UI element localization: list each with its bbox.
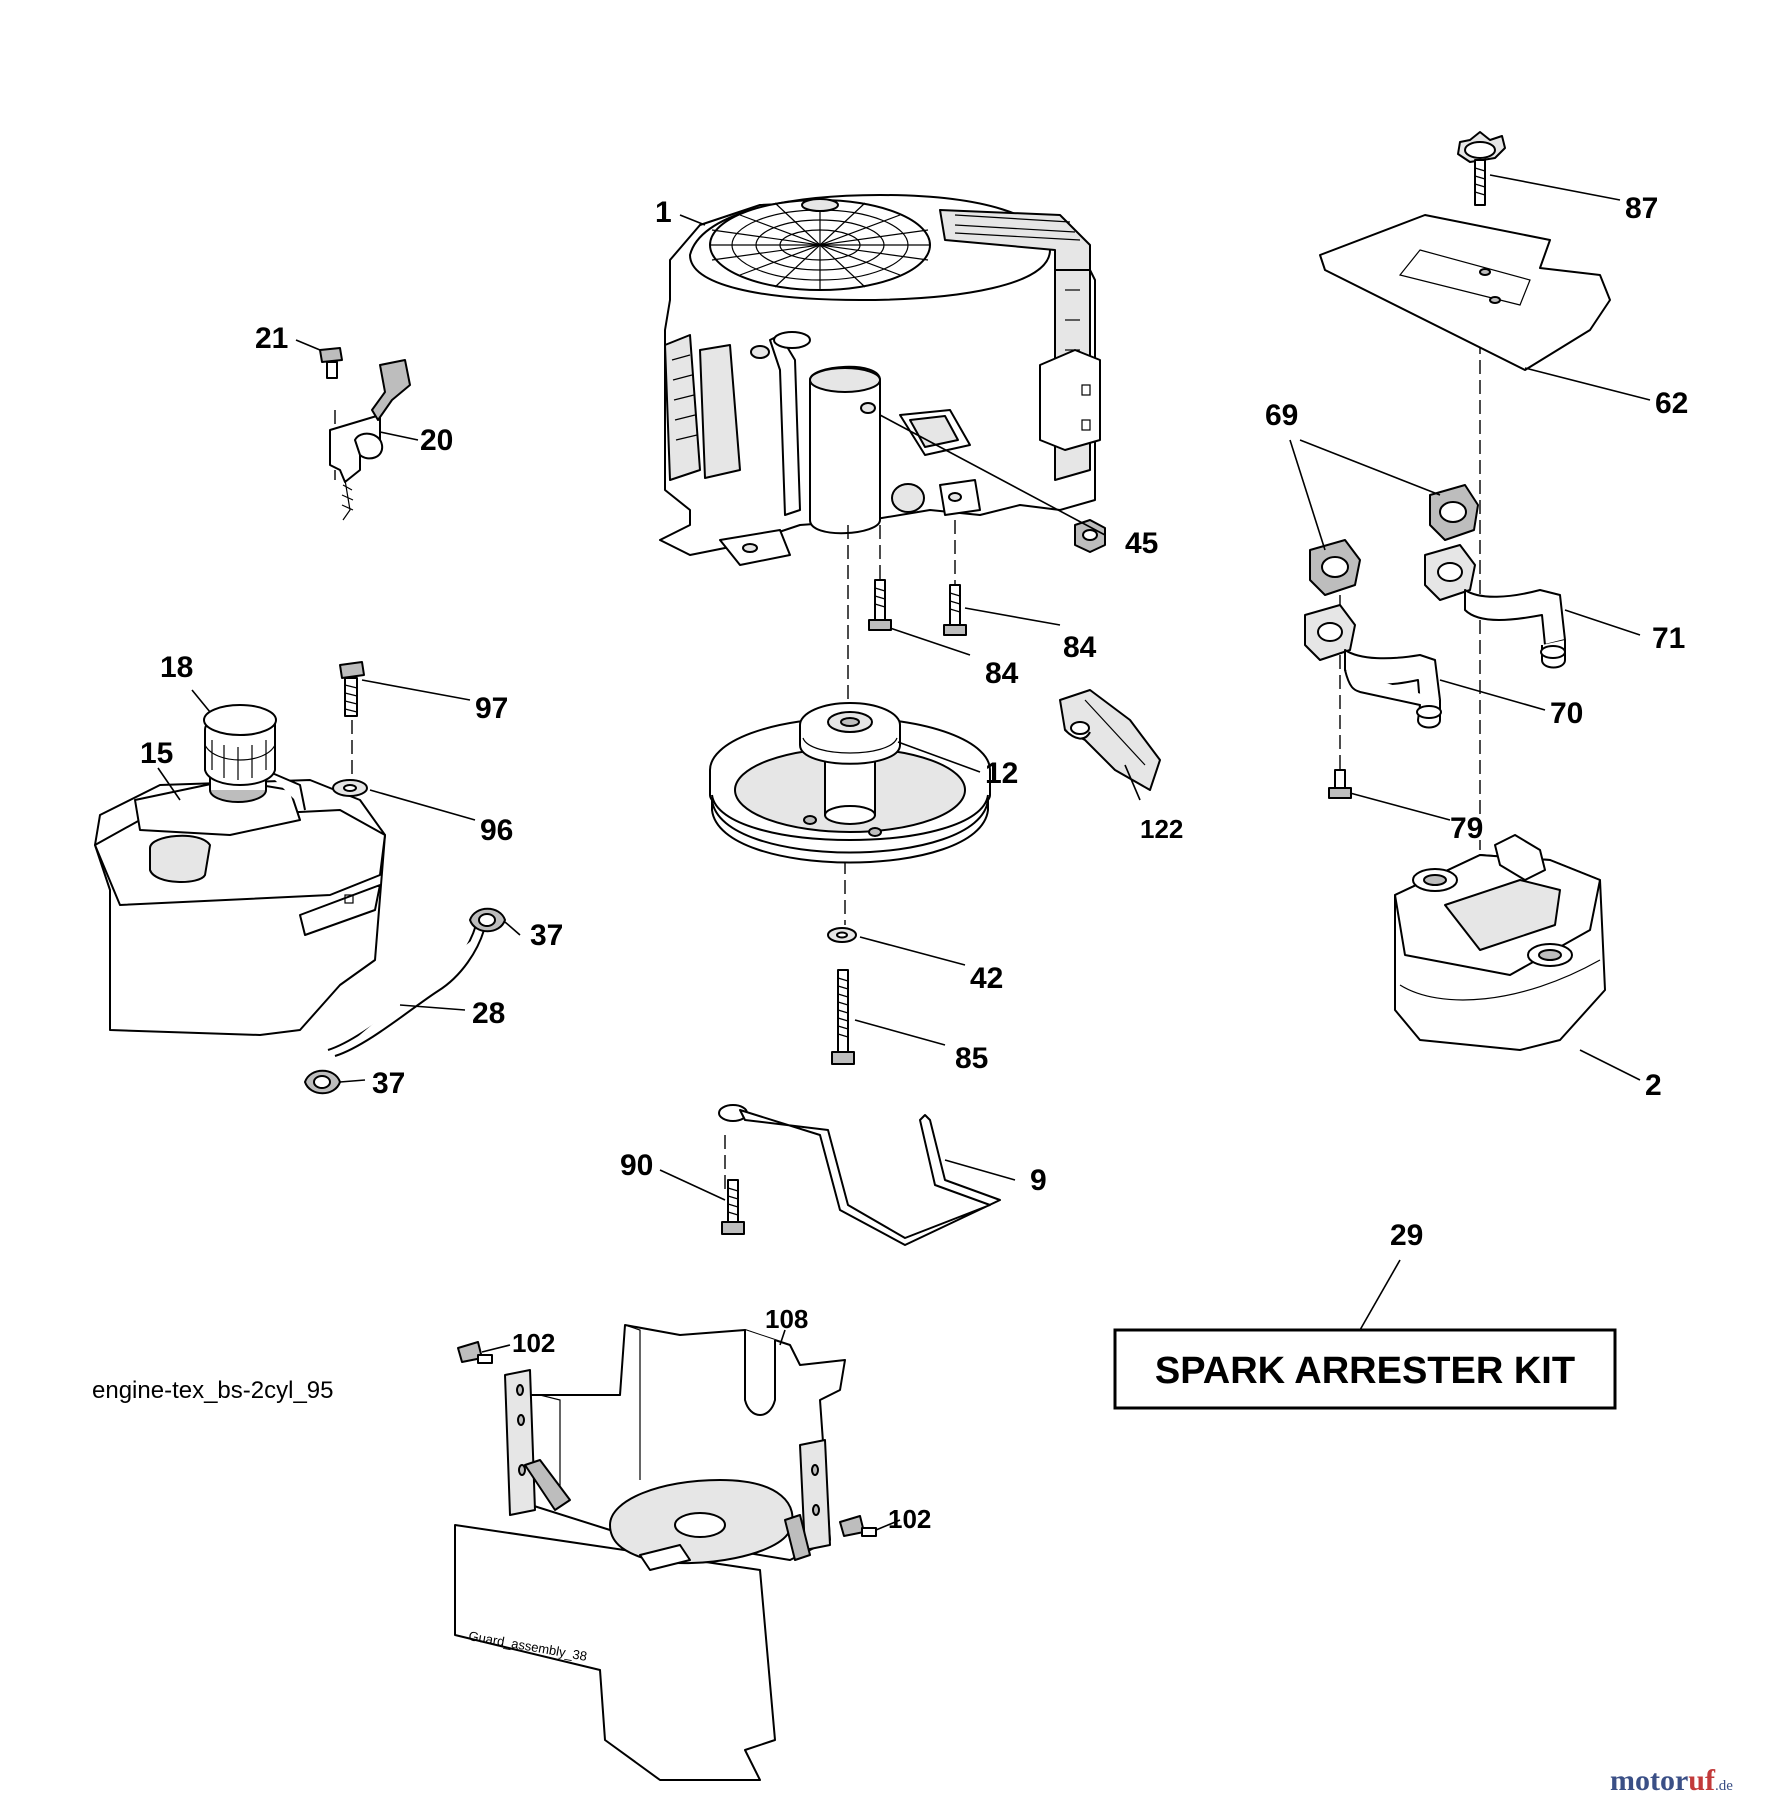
- bolt-84-right: [943, 584, 967, 636]
- callout-12: 12: [985, 757, 1018, 790]
- spark-arrester-kit-label: SPARK ARRESTER KIT: [1155, 1350, 1575, 1392]
- callout-18: 18: [160, 651, 193, 684]
- logo-tld-text: .de: [1715, 1778, 1733, 1794]
- logo-main-text: motor: [1610, 1764, 1688, 1797]
- motoruf-logo: motoruf.de: [1610, 1764, 1733, 1797]
- fuel-tank: [94, 759, 386, 1036]
- washer-42: [827, 927, 857, 943]
- spark-arrester-kit-box: SPARK ARRESTER KIT: [1113, 1328, 1617, 1410]
- muffler-2: [1394, 834, 1606, 1051]
- callout-108: 108: [765, 1304, 808, 1334]
- hose-clamp-bottom: [304, 1069, 341, 1095]
- callout-1: 1: [655, 196, 672, 229]
- engine-grille: [710, 200, 930, 290]
- callout-97: 97: [475, 692, 508, 725]
- gasket-69-left: [1309, 539, 1361, 596]
- callout-numbers: 1 2 9 12 15 18 20 21 28 29 37 37 42 45 6…: [140, 192, 1688, 1534]
- pulley-12: [709, 702, 991, 864]
- callout-69: 69: [1265, 399, 1298, 432]
- logo-accent-text: uf: [1688, 1764, 1716, 1797]
- callout-2: 2: [1645, 1069, 1662, 1102]
- callout-37-bottom: 37: [372, 1067, 405, 1100]
- drawing-id: engine-tex_bs-2cyl_95: [92, 1377, 334, 1404]
- callout-102-top: 102: [512, 1328, 555, 1358]
- bracket-rod-9: [718, 1104, 1001, 1246]
- hose-clamp-top: [469, 907, 506, 933]
- exhaust-pipe-71: [1424, 544, 1566, 669]
- washer-96: [332, 779, 368, 797]
- bolt-90: [721, 1179, 745, 1235]
- bolt-79: [1328, 769, 1352, 799]
- callout-9: 9: [1030, 1164, 1047, 1197]
- callout-21: 21: [255, 322, 288, 355]
- engine: [659, 194, 1101, 566]
- nut-45: [1074, 519, 1106, 553]
- engine-guard-108: [454, 1324, 846, 1781]
- knob-bolt-87: [1457, 131, 1506, 206]
- screw-102-top: [457, 1341, 493, 1364]
- fuel-line: [327, 924, 485, 1057]
- callout-42: 42: [970, 962, 1003, 995]
- callout-28: 28: [472, 997, 505, 1030]
- callout-71: 71: [1652, 622, 1685, 655]
- callout-122: 122: [1140, 814, 1183, 844]
- callout-70: 70: [1550, 697, 1583, 730]
- bolt-84-left: [868, 579, 892, 631]
- callout-85: 85: [955, 1042, 988, 1075]
- callout-84-left: 84: [985, 657, 1019, 690]
- callout-15: 15: [140, 737, 173, 770]
- screw-97: [339, 661, 365, 717]
- bolt-85: [831, 969, 855, 1065]
- fuel-cap: [203, 704, 277, 786]
- svg-text:motoruf.de: motoruf.de: [1610, 1764, 1733, 1797]
- callout-84-right: 84: [1063, 631, 1097, 664]
- callout-20: 20: [420, 424, 453, 457]
- exhaust-pipe-70: [1304, 604, 1442, 729]
- heat-shield-122: [1059, 689, 1161, 791]
- callout-87: 87: [1625, 192, 1658, 225]
- throttle-control: [329, 359, 411, 521]
- callout-90: 90: [620, 1149, 653, 1182]
- deflector-plate-62: [1319, 214, 1611, 371]
- callout-96: 96: [480, 814, 513, 847]
- leader-lines: [157, 174, 1651, 1531]
- callout-102-bottom: 102: [888, 1504, 931, 1534]
- screw-21: [319, 347, 343, 379]
- gasket-69-right: [1429, 484, 1479, 541]
- callout-62: 62: [1655, 387, 1688, 420]
- screw-102-bottom: [839, 1515, 877, 1537]
- callout-45: 45: [1125, 527, 1158, 560]
- callout-37-top: 37: [530, 919, 563, 952]
- callout-79: 79: [1450, 812, 1483, 845]
- callout-29: 29: [1390, 1219, 1423, 1252]
